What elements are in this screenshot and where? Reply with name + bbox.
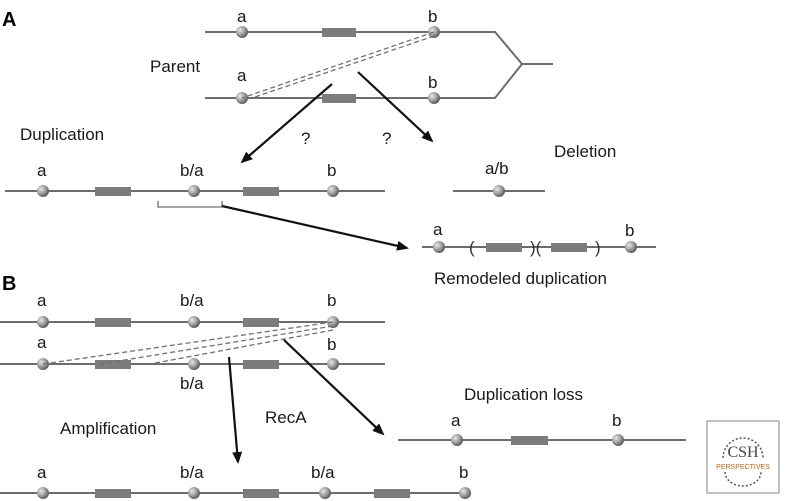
panel-b-bottom-gene-1	[95, 360, 131, 369]
deletion-label: Deletion	[554, 142, 616, 161]
parent-pairing-line-1	[241, 31, 435, 99]
csh-perspectives-logo: CSH PERSPECTIVES	[706, 420, 780, 494]
parent-label-a-top: a	[237, 7, 247, 26]
arrow-to-remodeled	[221, 204, 409, 251]
arrow-to-deletion	[357, 71, 434, 143]
duplication-site-a	[37, 185, 49, 197]
panel-b-pairing-line-3	[149, 329, 334, 365]
duplication-label: Duplication	[20, 125, 104, 144]
panel-b-bottom-label-a: a	[37, 333, 47, 352]
parent-site-b-bottom	[428, 92, 440, 104]
parent-chromosome	[205, 26, 553, 104]
remodeled-site-a	[433, 241, 445, 253]
duplication-label-ba: b/a	[180, 161, 204, 180]
amplification-site-b	[459, 487, 471, 499]
parent-gene-top	[322, 28, 356, 37]
arrow-to-duplication	[240, 83, 333, 164]
panel-b-chromosome-top	[0, 316, 385, 328]
remodeled-paren-open: (	[469, 238, 475, 257]
panel-b-chromosome-bottom	[0, 321, 385, 370]
duplication-loss-chromosome	[398, 434, 686, 446]
panel-b-pairing-line-1	[42, 321, 334, 365]
duplication-label-b: b	[327, 161, 336, 180]
remodeled-gene-2	[551, 243, 587, 252]
panel-b-top-gene-1	[95, 318, 131, 327]
logo-helix-bottom-icon	[724, 471, 762, 487]
logo-csh-text: CSH	[727, 444, 759, 461]
duplication-loss-site-b	[612, 434, 624, 446]
remodeled-site-b	[625, 241, 637, 253]
reca-label: RecA	[265, 408, 307, 427]
duplication-loss-label-b: b	[612, 411, 621, 430]
duplication-loss-label: Duplication loss	[464, 385, 583, 404]
remodeled-gene-1	[486, 243, 522, 252]
parent-pairing-line-2	[251, 35, 435, 99]
logo-frame	[706, 420, 780, 494]
remodeled-paren-close: )	[595, 238, 601, 257]
amplification-label-a: a	[37, 463, 47, 482]
question-mark-duplication: ?	[301, 129, 310, 148]
panel-b-bottom-site-b	[327, 358, 339, 370]
question-mark-deletion: ?	[382, 129, 391, 148]
duplication-bracket	[157, 201, 223, 208]
arrow-to-amplification	[227, 356, 243, 464]
remodeled-paren-mid: )(	[530, 238, 542, 257]
duplication-chromosome	[5, 185, 385, 208]
deletion-site-ab	[493, 185, 505, 197]
panel-b-top-gene-2	[243, 318, 279, 327]
deletion-label-ab: a/b	[485, 159, 509, 178]
panel-b-bottom-site-ba	[188, 358, 200, 370]
panel-b-label: B	[2, 273, 16, 295]
duplication-site-b	[327, 185, 339, 197]
deletion-chromosome	[453, 185, 545, 197]
amplification-gene-3	[374, 489, 410, 498]
duplication-label-a: a	[37, 161, 47, 180]
parent-label-b-bottom: b	[428, 73, 437, 92]
amplification-gene-1	[95, 489, 131, 498]
panel-b-top-site-a	[37, 316, 49, 328]
duplication-site-ba	[188, 185, 200, 197]
panel-b-top-label-ba: b/a	[180, 291, 204, 310]
remodeled-label-a: a	[433, 220, 443, 239]
panel-b-bottom-gene-2	[243, 360, 279, 369]
panel-b-bottom-label-ba: b/a	[180, 374, 204, 393]
amplification-site-a	[37, 487, 49, 499]
parent-gene-bottom	[322, 94, 356, 103]
amplification-label-ba-2: b/a	[311, 463, 335, 482]
panel-b-bottom-site-a	[37, 358, 49, 370]
panel-b-top-label-b: b	[327, 291, 336, 310]
panel-b-bottom-label-b: b	[327, 335, 336, 354]
remodeled-chromosome	[422, 241, 656, 253]
duplication-loss-label-a: a	[451, 411, 461, 430]
parent-site-a-top	[236, 26, 248, 38]
duplication-gene-1	[95, 187, 131, 196]
amplification-site-ba-1	[188, 487, 200, 499]
amplification-label: Amplification	[60, 419, 156, 438]
duplication-loss-site-a	[451, 434, 463, 446]
parent-label: Parent	[150, 57, 200, 76]
parent-label-b-top: b	[428, 7, 437, 26]
amplification-chromosome	[0, 487, 471, 499]
panel-b-top-label-a: a	[37, 291, 47, 310]
logo-perspectives-text: PERSPECTIVES	[716, 464, 770, 471]
panel-a-label: A	[2, 9, 16, 31]
panel-b-top-site-ba	[188, 316, 200, 328]
duplication-gene-2	[243, 187, 279, 196]
amplification-gene-2	[243, 489, 279, 498]
amplification-site-ba-2	[319, 487, 331, 499]
amplification-label-b: b	[459, 463, 468, 482]
duplication-loss-gene	[511, 436, 548, 445]
remodeled-duplication-label: Remodeled duplication	[434, 269, 607, 288]
arrow-to-duplication-loss	[283, 339, 385, 436]
amplification-label-ba-1: b/a	[180, 463, 204, 482]
parent-strands	[205, 31, 524, 99]
parent-label-a-bottom: a	[237, 66, 247, 85]
remodeled-label-b: b	[625, 221, 634, 240]
panel-b-pairing-line-2	[99, 325, 334, 365]
